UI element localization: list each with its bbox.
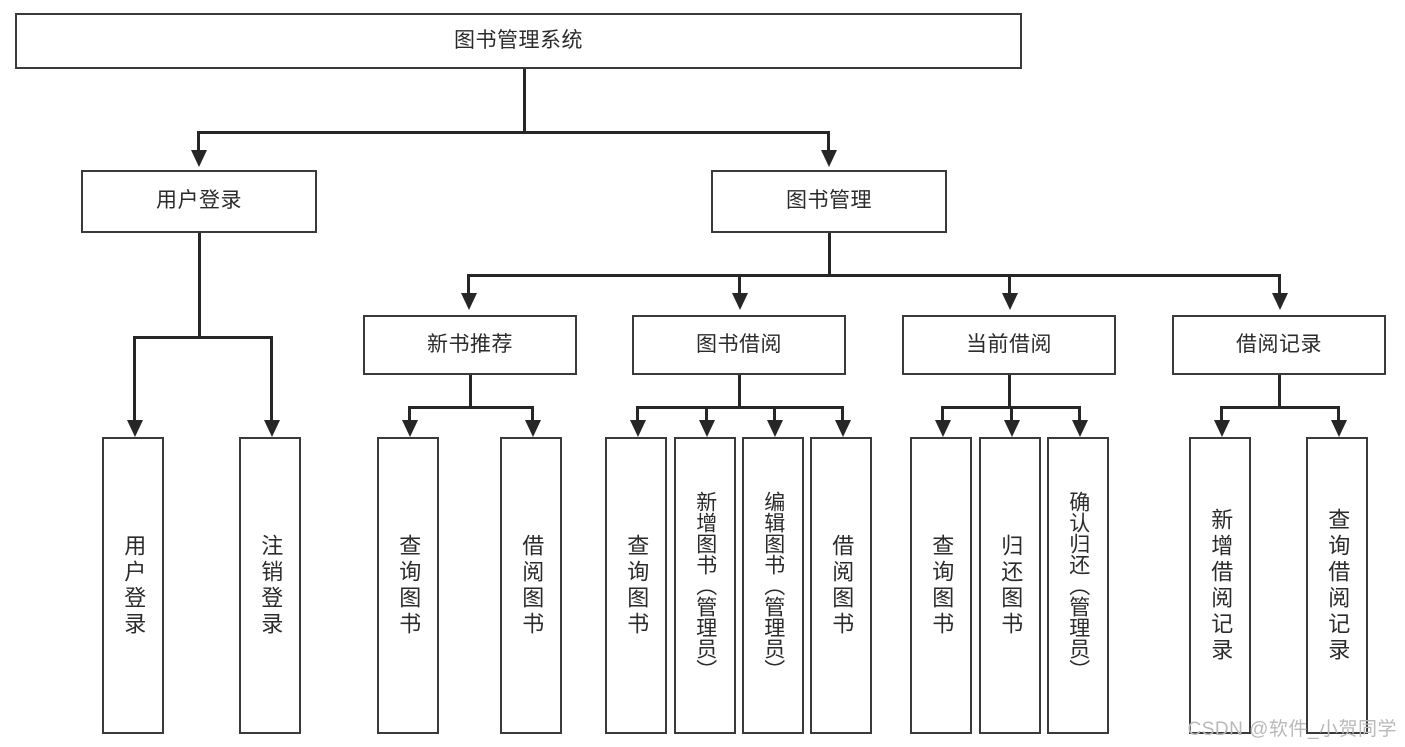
leaf-label: 查询图书 (624, 533, 650, 638)
connector-current-borrow-c3 (1078, 406, 1081, 420)
leaf-query-book-borrow[interactable]: 查询图书 (605, 437, 667, 734)
connector-root-stem (523, 69, 526, 131)
arrow-current-borrow-c1 (935, 420, 951, 437)
arrow-book-borrow-c2 (699, 420, 715, 437)
arrow-book-borrow-c1 (630, 420, 646, 437)
leaf-return-book[interactable]: 归还图书 (979, 437, 1041, 734)
arrow-book-borrow-c3 (767, 420, 783, 437)
arrow-bm-to-book-borrow (732, 293, 748, 310)
arrow-bm-to-new-book (461, 293, 477, 310)
node-label: 用户登录 (156, 189, 242, 213)
leaf-label: 编辑图书（管理员） (761, 491, 785, 680)
node-label: 当前借阅 (966, 332, 1052, 356)
connector-book-borrow-c4 (841, 406, 844, 420)
connector-current-borrow-stem (1008, 375, 1011, 406)
connector-user-login-right (270, 336, 273, 420)
leaf-confirm-return-admin[interactable]: 确认归还（管理员） (1047, 437, 1109, 734)
connector-bm-to-current-borrow (1008, 274, 1011, 293)
arrow-new-book-c1 (402, 420, 418, 437)
node-label: 图书借阅 (696, 332, 782, 356)
leaf-label: 查询图书 (396, 533, 422, 638)
leaf-borrow-book[interactable]: 借阅图书 (810, 437, 872, 734)
connector-current-borrow-c2 (1010, 406, 1013, 420)
connector-book-borrow-stem (738, 375, 741, 406)
node-label: 图书管理 (786, 189, 872, 213)
connector-root-to-book-management (827, 131, 830, 150)
connector-new-book-bar (408, 406, 534, 409)
leaf-label: 查询图书 (929, 533, 955, 638)
connector-current-borrow-c1 (941, 406, 944, 420)
leaf-edit-book-admin[interactable]: 编辑图书（管理员） (742, 437, 804, 734)
leaf-label: 归还图书 (998, 533, 1024, 638)
leaf-query-borrow-record[interactable]: 查询借阅记录 (1306, 437, 1368, 734)
leaf-label: 借阅图书 (829, 533, 855, 638)
arrow-user-login-left (127, 420, 143, 437)
node-root-book-management-system[interactable]: 图书管理系统 (15, 13, 1022, 69)
arrow-new-book-c2 (525, 420, 541, 437)
connector-new-book-c1 (408, 406, 411, 420)
leaf-add-borrow-record[interactable]: 新增借阅记录 (1189, 437, 1251, 734)
node-label: 借阅记录 (1236, 332, 1322, 356)
connector-root-bar (197, 131, 829, 134)
connector-new-book-c2 (531, 406, 534, 420)
connector-user-login-stem (198, 233, 201, 336)
node-book-management[interactable]: 图书管理 (711, 170, 947, 233)
leaf-query-book-current[interactable]: 查询图书 (910, 437, 972, 734)
leaf-logout[interactable]: 注销登录 (239, 437, 301, 734)
arrow-borrow-record-c1 (1214, 420, 1230, 437)
node-label: 新书推荐 (427, 332, 513, 356)
connector-book-management-stem (828, 233, 831, 274)
leaf-query-book-recommend[interactable]: 查询图书 (377, 437, 439, 734)
node-user-login[interactable]: 用户登录 (81, 170, 317, 233)
leaf-label: 确认归还（管理员） (1066, 491, 1090, 680)
leaf-label: 用户登录 (121, 533, 147, 638)
arrow-current-borrow-c2 (1004, 420, 1020, 437)
arrow-current-borrow-c3 (1072, 420, 1088, 437)
leaf-add-book-admin[interactable]: 新增图书（管理员） (674, 437, 736, 734)
arrow-bm-to-current-borrow (1002, 293, 1018, 310)
arrow-root-to-user-login (191, 150, 207, 167)
connector-bm-to-new-book (467, 274, 470, 293)
arrow-user-login-right (264, 420, 280, 437)
connector-book-management-bar (467, 274, 1280, 277)
connector-bm-to-book-borrow (738, 274, 741, 293)
connector-borrow-record-c2 (1337, 406, 1340, 420)
leaf-user-login[interactable]: 用户登录 (102, 437, 164, 734)
connector-bm-to-borrow-record (1278, 274, 1281, 293)
arrow-root-to-book-management (821, 150, 837, 167)
connector-root-to-user-login (197, 131, 200, 150)
connector-book-borrow-c2 (705, 406, 708, 420)
leaf-label: 查询借阅记录 (1325, 507, 1351, 664)
leaf-label: 新增借阅记录 (1208, 507, 1234, 664)
connector-book-borrow-c3 (773, 406, 776, 420)
leaf-label: 注销登录 (258, 533, 284, 638)
arrow-borrow-record-c2 (1331, 420, 1347, 437)
leaf-borrow-book-recommend[interactable]: 借阅图书 (500, 437, 562, 734)
connector-book-borrow-bar (636, 406, 844, 409)
connector-borrow-record-c1 (1220, 406, 1223, 420)
node-new-book-recommend[interactable]: 新书推荐 (363, 315, 577, 375)
connector-new-book-stem (469, 375, 472, 406)
node-current-borrow[interactable]: 当前借阅 (902, 315, 1116, 375)
connector-borrow-record-bar (1220, 406, 1340, 409)
connector-user-login-left (133, 336, 136, 420)
arrow-book-borrow-c4 (835, 420, 851, 437)
leaf-label: 新增图书（管理员） (693, 491, 717, 680)
connector-user-login-bar (133, 336, 273, 339)
arrow-bm-to-borrow-record (1272, 293, 1288, 310)
connector-book-borrow-c1 (636, 406, 639, 420)
leaf-label: 借阅图书 (519, 533, 545, 638)
node-label: 图书管理系统 (454, 28, 583, 52)
connector-borrow-record-stem (1278, 375, 1281, 406)
node-borrow-record[interactable]: 借阅记录 (1172, 315, 1386, 375)
node-book-borrow[interactable]: 图书借阅 (632, 315, 846, 375)
